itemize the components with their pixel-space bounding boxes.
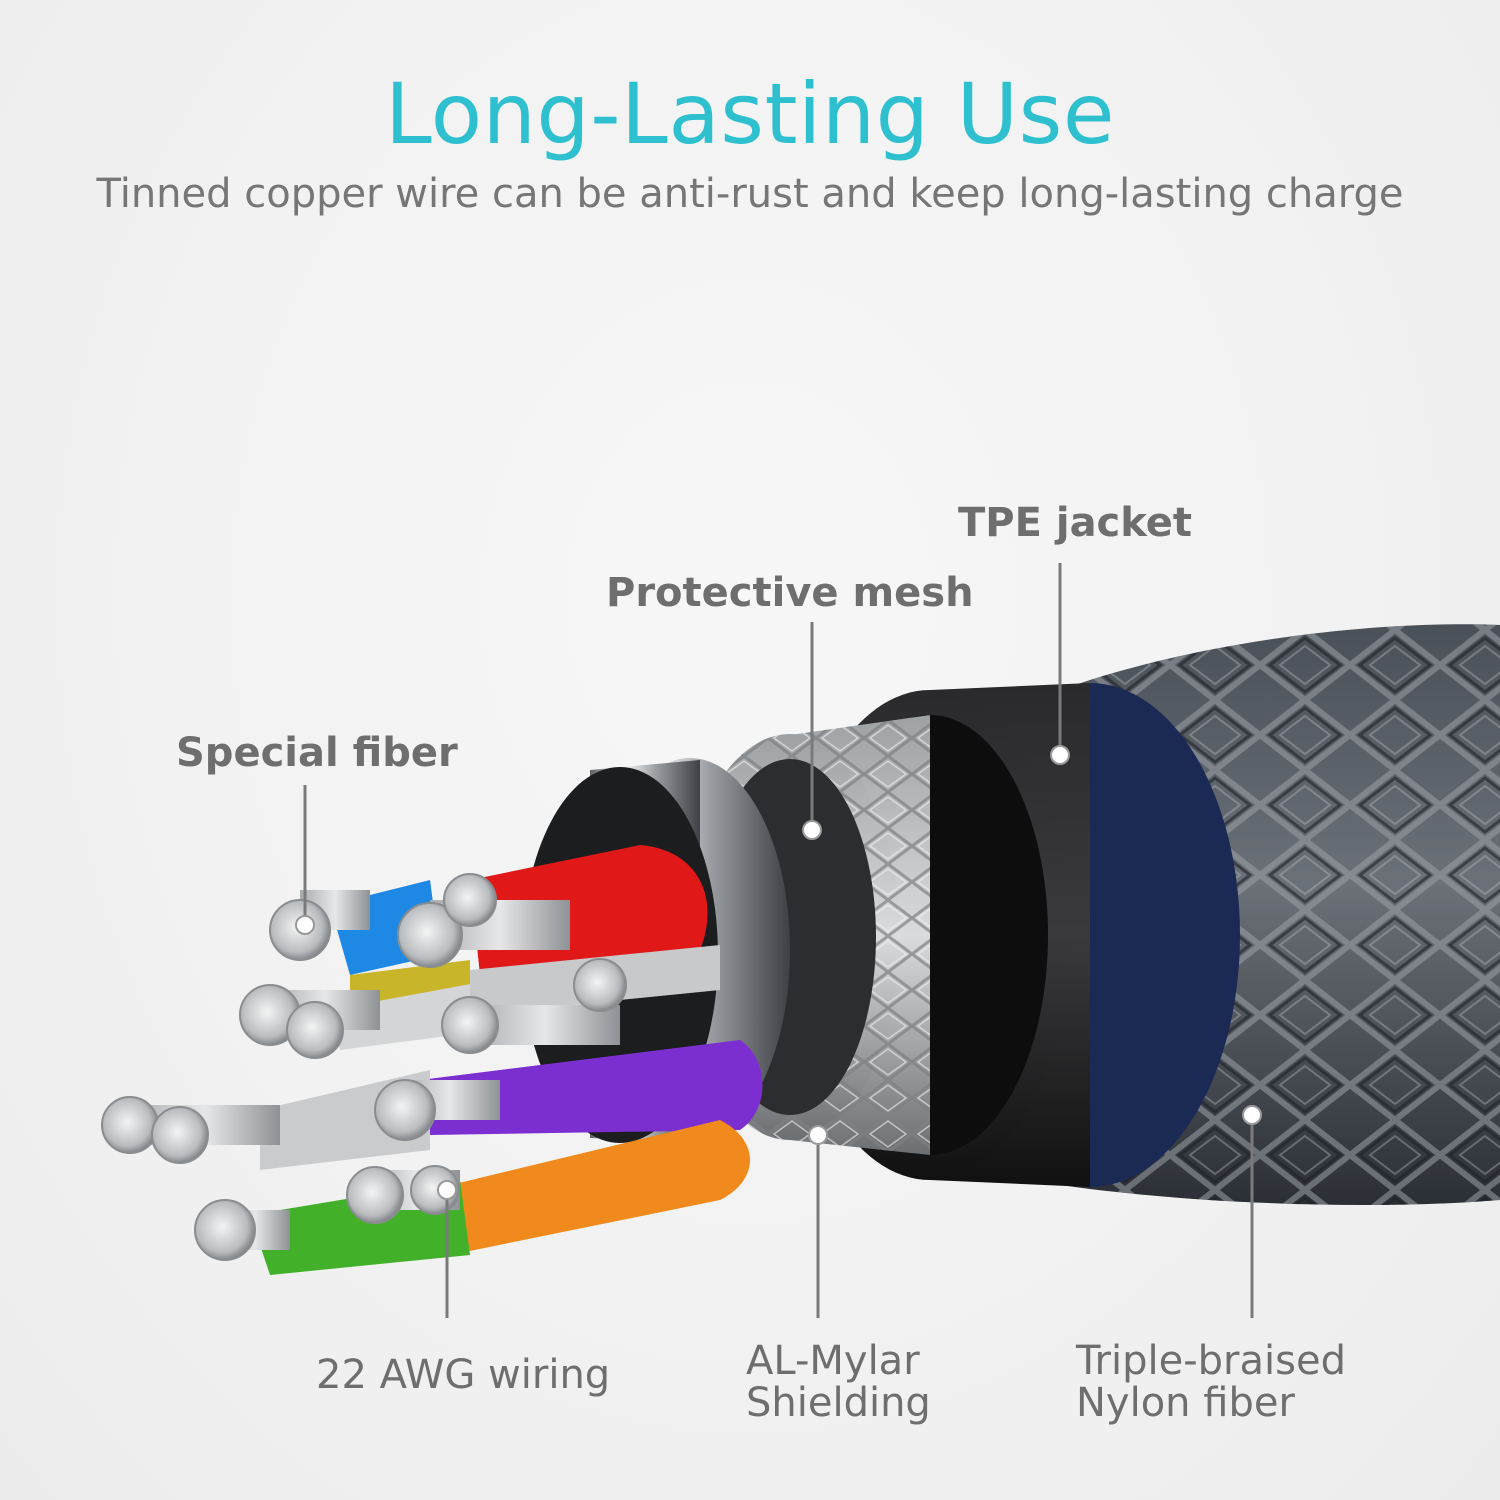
- page-subtitle: Tinned copper wire can be anti-rust and …: [96, 171, 1404, 217]
- callout-tpe-jacket: TPE jacket: [958, 500, 1193, 546]
- page-title: Long-Lasting Use: [384, 65, 1116, 163]
- copper-strands: [101, 873, 627, 1261]
- callout-special-fiber: Special fiber: [176, 730, 458, 776]
- callout-awg-wiring: 22 AWG wiring: [316, 1352, 611, 1398]
- callout-nylon-line1: Triple-braised: [1076, 1338, 1346, 1384]
- callout-leaders: [295, 563, 1262, 1318]
- callout-protective-mesh: Protective mesh: [606, 570, 974, 616]
- callout-nylon-line2: Nylon fiber: [1076, 1380, 1295, 1426]
- callout-al-mylar: AL-Mylar Shielding: [746, 1340, 931, 1424]
- callout-al-mylar-line2: Shielding: [746, 1380, 931, 1426]
- callout-nylon-fiber: Triple-braised Nylon fiber: [1076, 1340, 1346, 1424]
- callout-al-mylar-line1: AL-Mylar: [746, 1338, 920, 1384]
